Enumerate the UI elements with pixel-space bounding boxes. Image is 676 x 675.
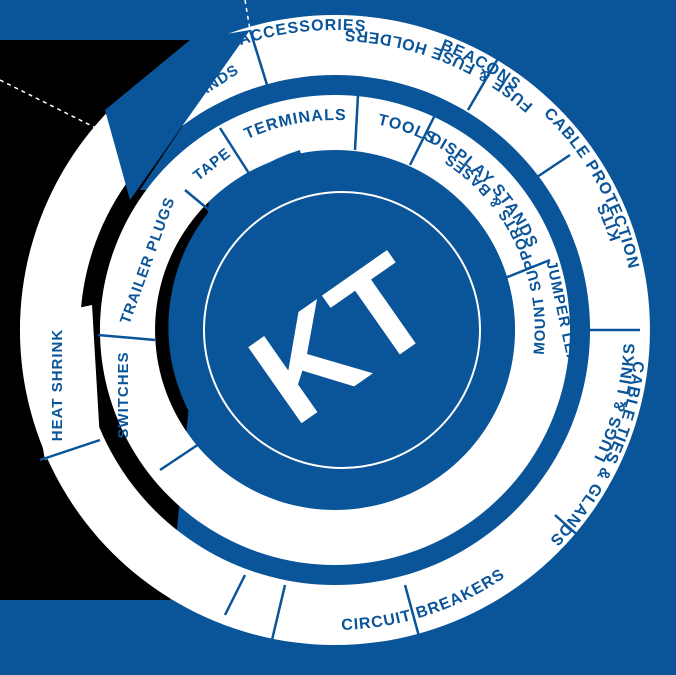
dashed-line-top	[244, 0, 251, 31]
center-disc	[194, 182, 490, 478]
heat-shrink-tab	[20, 305, 100, 460]
dashed-line-left	[0, 79, 101, 131]
inner-separators	[97, 94, 551, 472]
outer-separators	[39, 29, 640, 641]
outer-label-heat-shrink[interactable]: HEAT SHRINK	[49, 329, 66, 441]
outer-ring-gap-top	[105, 30, 250, 200]
center-disc-rim	[203, 191, 481, 469]
inner-label-switches[interactable]: SWITCHES	[115, 351, 132, 438]
inner-gap-left	[168, 150, 310, 465]
